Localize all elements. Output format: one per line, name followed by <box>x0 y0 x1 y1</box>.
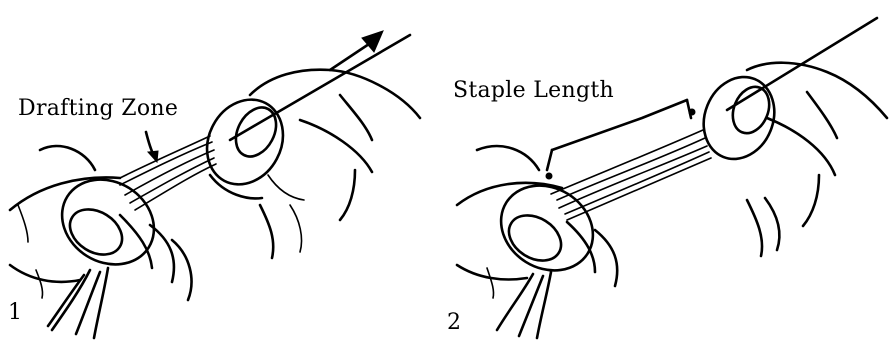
fiber-staple <box>551 130 711 220</box>
right-hand <box>692 63 887 256</box>
pointer-arrow-icon <box>146 132 158 162</box>
hands-measuring-staple-icon <box>447 0 893 344</box>
hands-drafting-fibers-icon <box>0 0 446 344</box>
illustration-panel-1: Drafting Zone 1 <box>0 0 446 344</box>
fiber-drafting-zone <box>120 136 216 210</box>
panel-number: 2 <box>447 310 461 335</box>
illustration-panel-2: Staple Length 2 <box>447 0 893 344</box>
caption-label: Drafting Zone <box>18 96 178 121</box>
direction-arrow-icon <box>330 31 383 70</box>
right-hand <box>193 70 420 258</box>
caption-label: Staple Length <box>453 78 614 103</box>
left-hand <box>10 146 191 338</box>
staple-length-bracket <box>546 100 695 179</box>
panel-number: 1 <box>8 300 22 325</box>
left-hand <box>457 146 617 338</box>
